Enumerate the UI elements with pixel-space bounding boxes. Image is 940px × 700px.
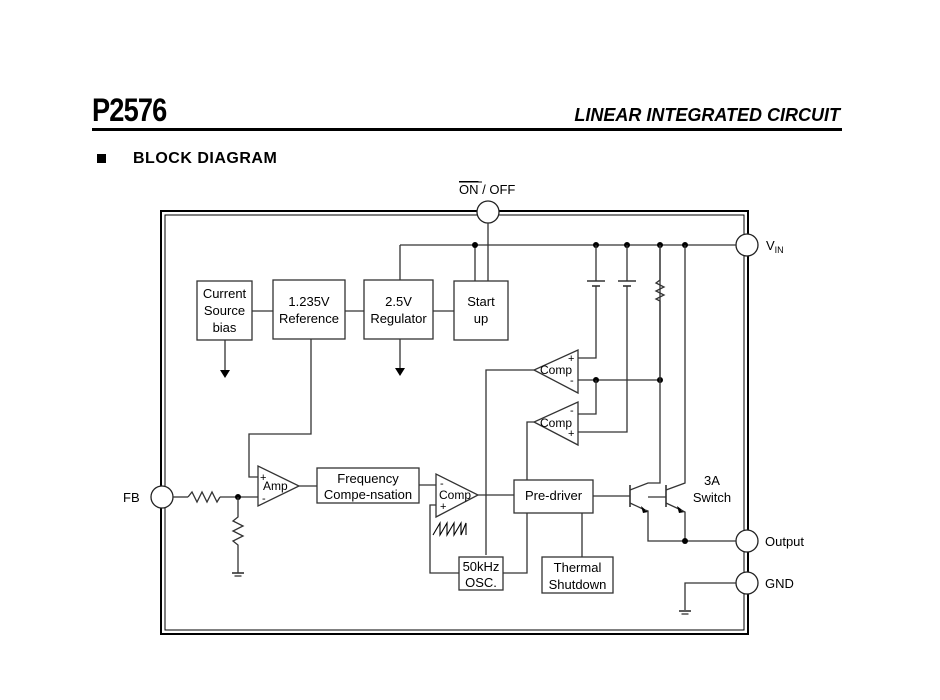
pin-gnd: GND	[735, 571, 794, 595]
block-startup: Start up	[453, 280, 509, 341]
svg-text:Current: Current	[203, 286, 247, 301]
svg-text:2.5V: 2.5V	[385, 294, 412, 309]
resistor-icon	[231, 497, 245, 570]
arrow-down-icon	[220, 340, 230, 378]
block-predriver: Pre-driver	[513, 479, 594, 514]
svg-text:+: +	[440, 501, 446, 513]
error-amplifier: Amp + -	[257, 464, 301, 508]
block-thermal-shutdown: Thermal Shutdown	[541, 556, 614, 594]
pin-output: Output	[735, 529, 804, 553]
svg-text:Frequency: Frequency	[337, 471, 399, 486]
pin-fb-label: FB	[123, 490, 140, 505]
block-frequency-compensation: Frequency Compe-nsation	[316, 467, 420, 504]
section-bullet-icon	[97, 154, 106, 163]
svg-text:Comp: Comp	[439, 488, 471, 502]
svg-text:Source: Source	[204, 303, 245, 318]
vin-rail	[399, 223, 736, 281]
block-reference: 1.235V Reference	[272, 279, 346, 340]
pin-fb: FB	[123, 485, 174, 509]
svg-text:bias: bias	[213, 320, 237, 335]
block-current-source: Current Source bias	[196, 280, 253, 341]
svg-text:+: +	[568, 428, 574, 440]
svg-text:Compe-nsation: Compe-nsation	[324, 487, 412, 502]
arrow-down-icon	[395, 339, 405, 376]
svg-text:Thermal: Thermal	[554, 560, 602, 575]
svg-text:Pre-driver: Pre-driver	[525, 488, 583, 503]
comparator-lower: Comp - +	[532, 400, 579, 447]
pwm-comparator: Comp - +	[435, 472, 480, 519]
svg-text:-: -	[570, 405, 574, 417]
transistor-icon	[665, 245, 736, 542]
svg-text:OSC.: OSC.	[465, 575, 497, 590]
pin-vin-subscript: IN	[775, 245, 784, 255]
pin-vin: VIN	[735, 233, 784, 257]
pin-on-off-label-on: ON	[459, 182, 479, 197]
ground-icon	[232, 570, 244, 577]
ground-icon	[679, 610, 691, 615]
svg-text:50kHz: 50kHz	[463, 559, 500, 574]
chip-outline-outer	[160, 210, 749, 635]
pin-output-label: Output	[765, 534, 804, 549]
svg-text:Comp: Comp	[540, 363, 572, 377]
svg-text:-: -	[262, 493, 266, 505]
block-oscillator: 50kHz OSC.	[458, 556, 504, 591]
header-rule	[92, 128, 842, 131]
chip-outline-inner	[164, 214, 745, 631]
svg-text:VIN: VIN	[766, 238, 784, 255]
svg-text:Reference: Reference	[279, 311, 339, 326]
pin-vin-label: V	[766, 238, 775, 253]
sawtooth-waveform-icon	[432, 520, 467, 538]
svg-text:Comp: Comp	[540, 416, 572, 430]
reference-cell-1	[578, 245, 605, 359]
svg-text:ON / OFF: ON / OFF	[459, 182, 515, 197]
switch-label: Switch	[693, 490, 731, 505]
svg-text:+: +	[260, 472, 266, 484]
pin-on-off-label-off: / OFF	[479, 182, 516, 197]
switch-label: 3A	[704, 473, 720, 488]
svg-text:-: -	[440, 478, 444, 490]
svg-text:+: +	[568, 353, 574, 365]
svg-text:-: -	[570, 375, 574, 387]
svg-text:Start: Start	[467, 294, 495, 309]
resistor-icon	[187, 490, 221, 504]
transistor-icon	[629, 245, 685, 542]
pin-gnd-label: GND	[765, 576, 794, 591]
part-number: P2576	[92, 92, 167, 128]
comparator-upper: Comp + -	[532, 348, 579, 395]
reference-cell-2	[578, 245, 636, 433]
pin-on-off: ON / OFF	[459, 181, 515, 224]
svg-text:Amp: Amp	[263, 479, 288, 493]
section-title: BLOCK DIAGRAM	[133, 150, 278, 167]
svg-text:up: up	[474, 311, 488, 326]
block-regulator: 2.5V Regulator	[363, 279, 434, 340]
svg-text:Regulator: Regulator	[370, 311, 427, 326]
resistor-icon	[654, 245, 666, 380]
svg-text:Shutdown: Shutdown	[549, 577, 607, 592]
svg-text:1.235V: 1.235V	[288, 294, 330, 309]
document-type: LINEAR INTEGRATED CIRCUIT	[574, 105, 840, 125]
